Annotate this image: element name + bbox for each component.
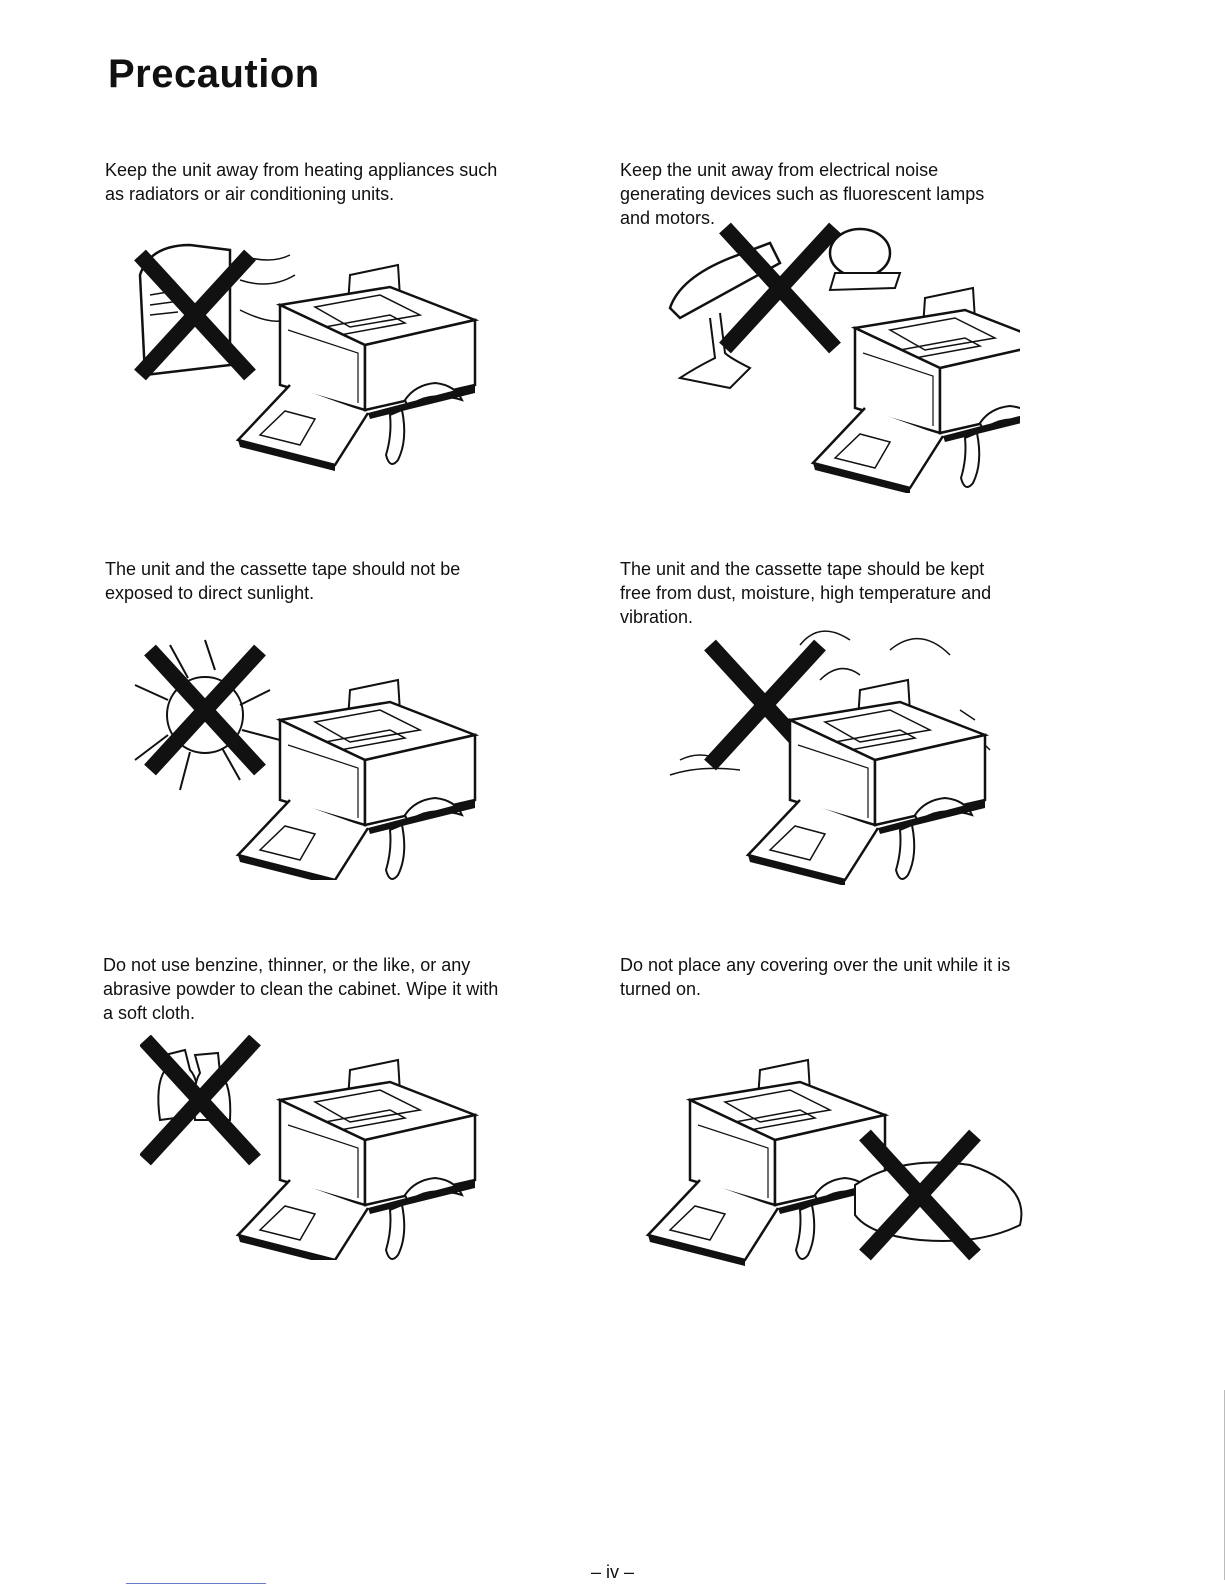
cloth-cover-icon <box>646 1058 1023 1268</box>
caution-line: and motors. <box>620 208 716 228</box>
caution-line: The unit and the cassette tape should no… <box>105 559 461 579</box>
caution-line: Do not place any covering over the unit … <box>620 955 1011 975</box>
caution-text-covering: Do not place any covering over the unit … <box>620 953 1070 1001</box>
caution-line: Keep the unit away from heating applianc… <box>105 160 498 180</box>
caution-text-dust: The unit and the cassette tape should be… <box>620 557 1070 629</box>
lamp-motor-icon <box>668 218 1020 493</box>
footer-rule <box>126 1583 266 1584</box>
caution-line: turned on. <box>620 979 702 999</box>
sun-icon <box>134 639 477 880</box>
caution-line: Do not use benzine, thinner, or the like… <box>103 955 471 975</box>
caution-line: as radiators or air conditioning units. <box>105 184 395 204</box>
caution-line: generating devices such as fluorescent l… <box>620 184 985 204</box>
caution-line: free from dust, moisture, high temperatu… <box>620 583 992 603</box>
page-number: – iv – <box>590 1562 635 1582</box>
caution-text-noise: Keep the unit away from electrical noise… <box>620 158 1070 230</box>
caution-line: abrasive powder to clean the cabinet. Wi… <box>103 979 499 999</box>
caution-line: The unit and the cassette tape should be… <box>620 559 985 579</box>
caution-text-sunlight: The unit and the cassette tape should no… <box>105 557 555 605</box>
solvent-bottles-icon <box>140 1035 477 1260</box>
caution-line: a soft cloth. <box>103 1003 196 1023</box>
heater-icon <box>120 243 477 473</box>
caution-line: exposed to direct sunlight. <box>105 583 315 603</box>
caution-line: vibration. <box>620 607 694 627</box>
caution-line: Keep the unit away from electrical noise <box>620 160 939 180</box>
caution-text-solvent: Do not use benzine, thinner, or the like… <box>103 953 553 1025</box>
page-title: Precaution <box>108 52 320 96</box>
dust-icon <box>669 630 991 885</box>
caution-text-heating: Keep the unit away from heating applianc… <box>105 158 555 206</box>
